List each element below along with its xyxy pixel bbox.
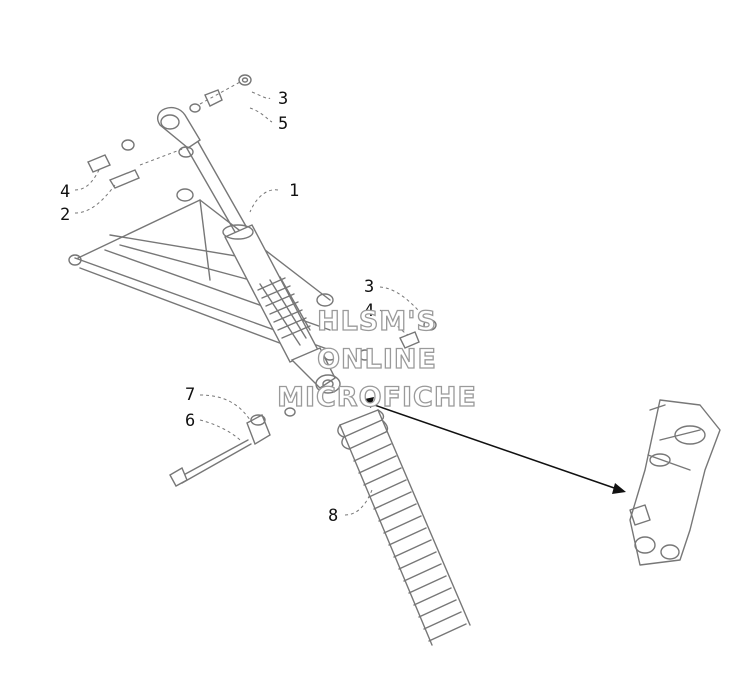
lower-hardware xyxy=(169,319,437,487)
callout-7: 7 xyxy=(185,385,195,405)
callout-labels: 1 2 3 5 4 3 4 7 6 8 xyxy=(60,89,374,526)
shock-absorber xyxy=(157,106,341,394)
callout-5: 5 xyxy=(278,114,288,134)
callout-1: 1 xyxy=(289,181,299,201)
spindle-knuckle xyxy=(629,399,721,566)
callout-6: 6 xyxy=(185,411,195,431)
watermark: HLSM'S ONLINE MICROFICHE xyxy=(276,305,477,413)
reference-arrow xyxy=(359,397,626,494)
callout-4-mid: 4 xyxy=(364,301,374,321)
watermark-line2: ONLINE xyxy=(317,344,437,375)
callout-3-top: 3 xyxy=(278,89,288,109)
watermark-line3: MICROFICHE xyxy=(277,382,477,413)
callout-4-left: 4 xyxy=(60,182,70,202)
callout-8: 8 xyxy=(328,506,338,526)
callout-2: 2 xyxy=(60,205,70,225)
watermark-line1: HLSM'S xyxy=(317,306,437,337)
leader-lines xyxy=(74,91,426,516)
callout-3-mid: 3 xyxy=(364,277,374,297)
coil-spring xyxy=(337,409,471,646)
upper-hardware xyxy=(87,74,252,189)
